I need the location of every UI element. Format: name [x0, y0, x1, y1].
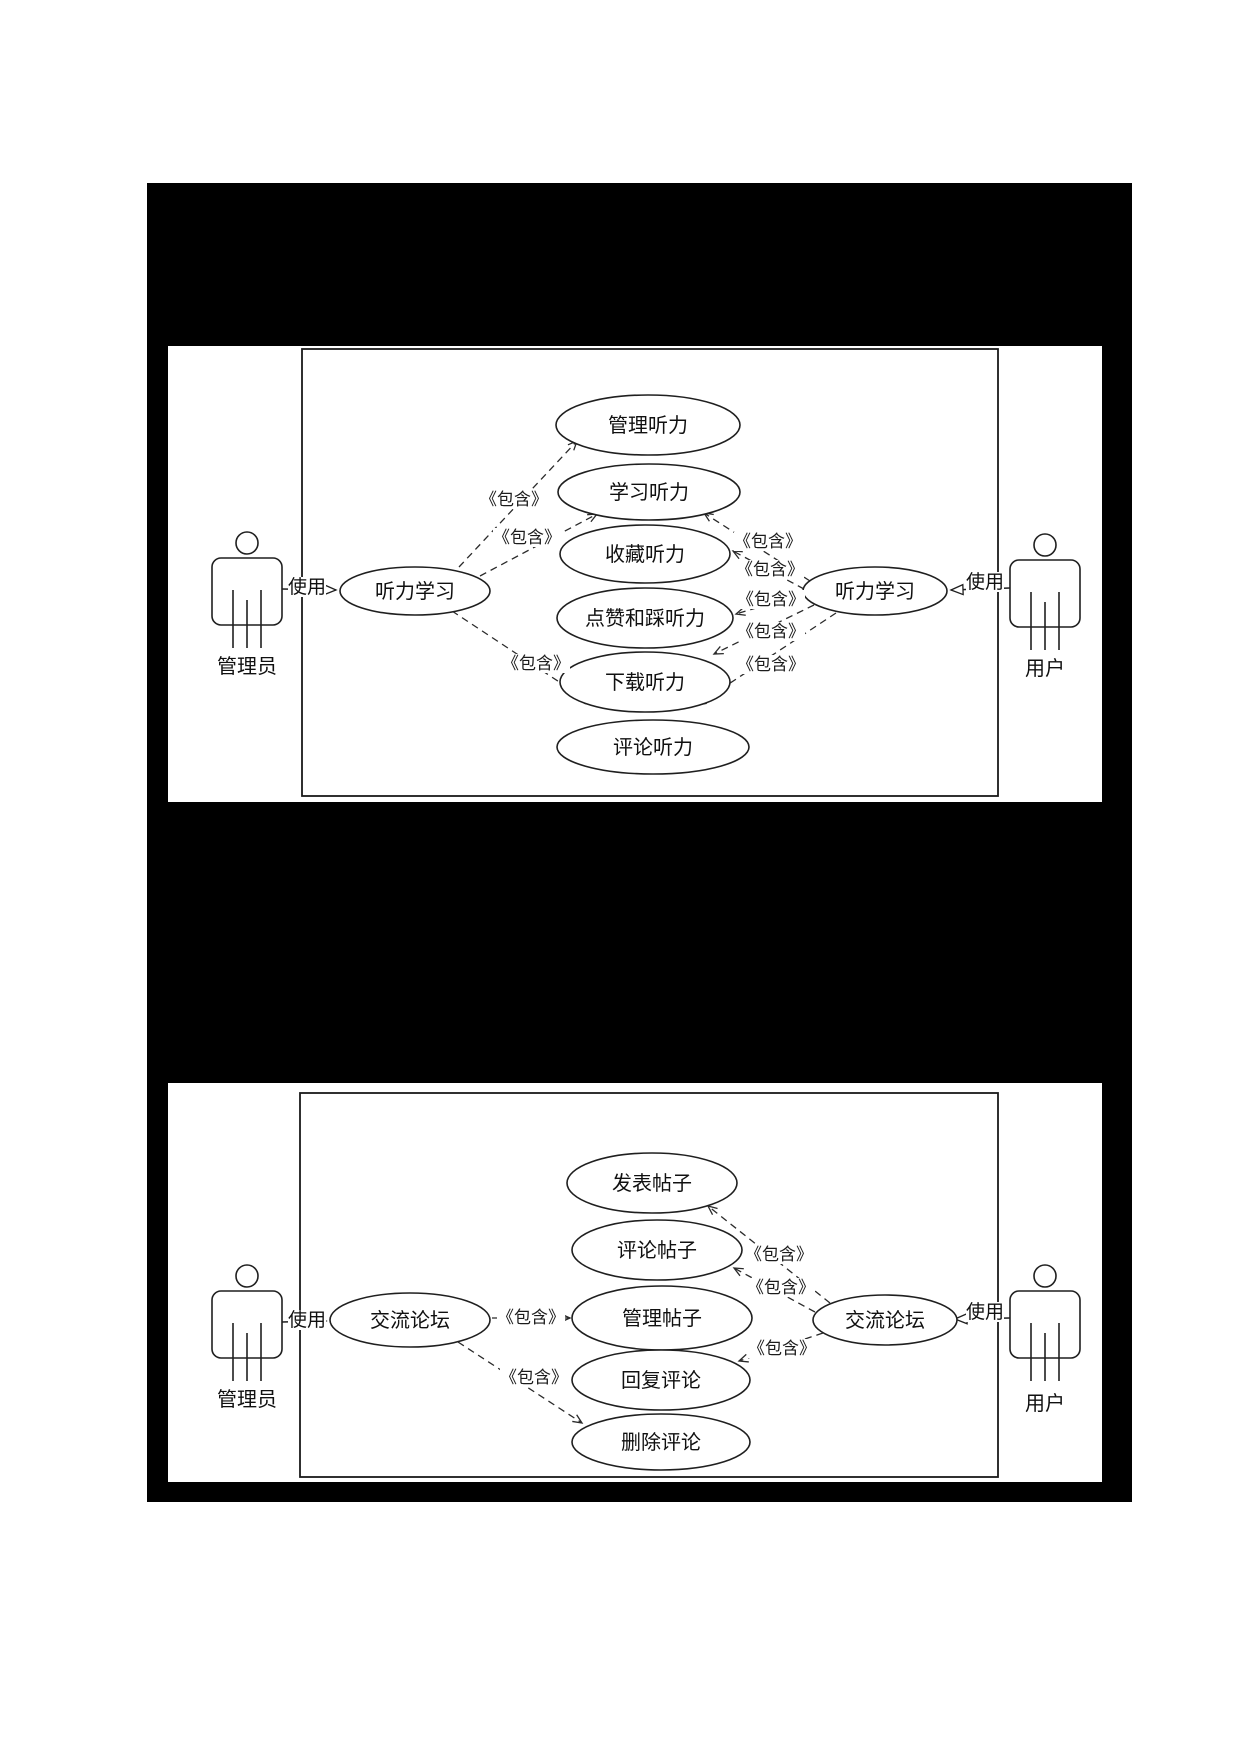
diagram2-actor-user: 用户 [1009, 1264, 1081, 1415]
diagram2-usecases: 发表帖子 评论帖子 管理帖子 回复评论 删除评论 [566, 1152, 753, 1471]
svg-text:《包含》: 《包含》 [737, 655, 805, 674]
admin-label: 管理员 [217, 655, 277, 678]
admin-head [235, 531, 259, 555]
use-case-diagram-listening: 管理员 用户 听力学习 听力学习 管理听力 学习听力 收藏听力 [168, 346, 1102, 802]
usecase-learn-listening: 学习听力 [557, 463, 741, 521]
svg-text:《包含》: 《包含》 [737, 590, 805, 609]
diagram1-actor-admin: 管理员 [211, 531, 283, 678]
svg-text:《包含》: 《包含》 [500, 1368, 568, 1387]
svg-text:回复评论: 回复评论 [621, 1369, 701, 1392]
diagram2-use-labels: 使用 使用 [288, 1301, 1004, 1331]
svg-text:《包含》: 《包含》 [737, 622, 805, 641]
user-head [1033, 533, 1057, 557]
svg-text:《包含》: 《包含》 [748, 1339, 816, 1358]
diagram1-use-labels: 使用 使用 [288, 571, 1004, 598]
svg-text:《包含》: 《包含》 [502, 654, 570, 673]
usecase-reply-comment: 回复评论 [571, 1349, 751, 1411]
diagram2-include-labels: 《包含》 《包含》 《包含》 《包含》 《包含》 [497, 1245, 816, 1387]
usecase-label: 交流论坛 [845, 1309, 925, 1332]
usecase-manage-post: 管理帖子 [571, 1285, 753, 1351]
usecase-publish-post: 发表帖子 [566, 1152, 738, 1214]
use-label-right: 使用 [966, 1301, 1004, 1323]
usecase-comment-post: 评论帖子 [571, 1219, 743, 1281]
svg-text:管理帖子: 管理帖子 [622, 1307, 702, 1330]
diagram1-primary-right: 听力学习 [802, 566, 948, 616]
usecase-like-dislike-listening: 点赞和踩听力 [556, 587, 734, 649]
admin-label: 管理员 [217, 1388, 277, 1411]
admin-head [235, 1264, 259, 1288]
svg-text:《包含》: 《包含》 [745, 1245, 813, 1264]
svg-text:发表帖子: 发表帖子 [612, 1172, 692, 1195]
user-label: 用户 [1025, 657, 1065, 680]
usecase-label: 听力学习 [835, 580, 915, 603]
svg-text:《包含》: 《包含》 [736, 560, 804, 579]
usecase-comment-listening: 评论听力 [556, 719, 750, 775]
diagram1-include-labels: 《包含》 《包含》 《包含》 《包含》 《包含》 《包含》 《包含》 《包含》 [480, 490, 805, 674]
use-case-diagram-forum: 管理员 用户 交流论坛 交流论坛 发表帖子 评论帖子 管理帖子 回复评论 [168, 1083, 1102, 1482]
diagram2-primary-right: 交流论坛 [812, 1294, 958, 1346]
usecase-label: 听力学习 [375, 580, 455, 603]
diagram1-usecases: 管理听力 学习听力 收藏听力 点赞和踩听力 下载听力 评论听力 [555, 394, 750, 775]
svg-text:评论听力: 评论听力 [613, 736, 693, 759]
svg-text:《包含》: 《包含》 [480, 490, 548, 509]
use-label-left: 使用 [288, 1309, 326, 1331]
svg-text:管理听力: 管理听力 [608, 414, 688, 437]
svg-text:点赞和踩听力: 点赞和踩听力 [585, 607, 705, 630]
usecase-delete-comment: 删除评论 [571, 1413, 751, 1471]
diagram2-primary-left: 交流论坛 [329, 1292, 491, 1348]
usecase-manage-listening: 管理听力 [555, 394, 741, 456]
svg-text:《包含》: 《包含》 [497, 1308, 565, 1327]
diagram2-actor-admin: 管理员 [211, 1264, 283, 1411]
svg-text:《包含》: 《包含》 [734, 532, 802, 551]
svg-text:《包含》: 《包含》 [493, 528, 561, 547]
svg-text:评论帖子: 评论帖子 [617, 1239, 697, 1262]
usecase-label: 交流论坛 [370, 1309, 450, 1332]
user-head [1033, 1264, 1057, 1288]
diagram1-primary-left: 听力学习 [339, 566, 491, 616]
usecase-favorite-listening: 收藏听力 [559, 524, 731, 584]
svg-text:《包含》: 《包含》 [747, 1278, 815, 1297]
svg-text:收藏听力: 收藏听力 [605, 543, 685, 566]
svg-text:删除评论: 删除评论 [621, 1431, 701, 1454]
use-label-right: 使用 [966, 571, 1004, 593]
diagram2-system-boundary [299, 1092, 999, 1478]
diagram1-actor-user: 用户 [1009, 533, 1081, 680]
svg-text:学习听力: 学习听力 [609, 481, 689, 504]
use-label-left: 使用 [288, 576, 326, 598]
user-label: 用户 [1025, 1392, 1065, 1415]
svg-text:下载听力: 下载听力 [605, 671, 685, 694]
usecase-download-listening: 下载听力 [559, 651, 731, 713]
